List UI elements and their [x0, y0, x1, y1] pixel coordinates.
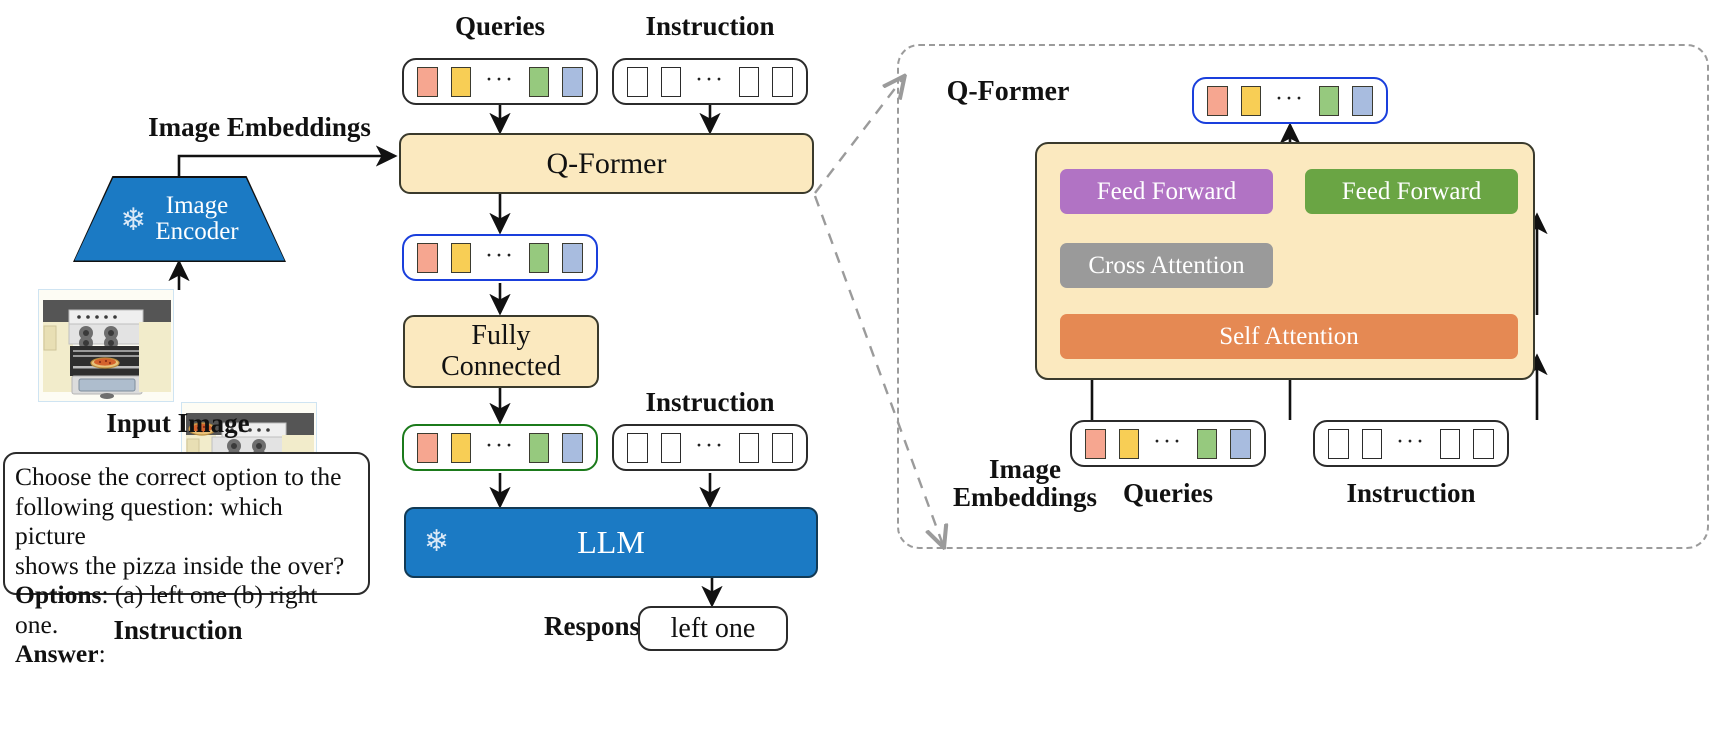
- fully-connected-line1: Fully: [471, 319, 531, 351]
- instruction-token-strip-mid[interactable]: ···: [612, 424, 808, 471]
- instruction-token-3: [1439, 428, 1461, 459]
- feed-forward-left-label: Feed Forward: [1096, 177, 1237, 205]
- response-value: left one: [670, 612, 756, 644]
- output-token-1: [417, 242, 438, 273]
- instruction-token-1: [1328, 428, 1349, 459]
- qformer-label: Q-Former: [546, 146, 667, 180]
- instruction-label-bottom-left: Instruction: [113, 615, 243, 645]
- instruction-answer-line: Answer:: [15, 639, 358, 669]
- input-image-label: Input Image: [106, 408, 250, 438]
- query-token-1: [1085, 428, 1106, 459]
- output-token-4: [1352, 85, 1373, 116]
- instruction-token-2: [1361, 428, 1382, 459]
- instruction-line-2: following question: which picture: [15, 491, 283, 551]
- instruction-token-strip-top[interactable]: ···: [612, 58, 808, 105]
- output-token-4: [562, 242, 583, 273]
- image-encoder-block[interactable]: ❄ Image Encoder: [73, 176, 286, 262]
- snowflake-icon: ❄: [424, 525, 450, 558]
- feed-forward-right-block[interactable]: Feed Forward: [1305, 169, 1518, 214]
- qformer-output-token-strip[interactable]: ···: [402, 234, 598, 281]
- qformer-panel-title: Q-Former: [946, 76, 1070, 107]
- instruction-card: Choose the correct option to the followi…: [3, 452, 370, 668]
- instruction-token-4: [1473, 428, 1494, 459]
- cross-attention-label: Cross Attention: [1088, 251, 1245, 279]
- instruction-token-4: [772, 66, 793, 97]
- panel-queries-token-strip[interactable]: ···: [1070, 420, 1266, 467]
- instruction-token-2: [660, 432, 681, 463]
- output-token-3: [1318, 85, 1340, 116]
- panel-image-embeddings-line1: Image: [989, 454, 1061, 484]
- panel-image-embeddings-line2: Embeddings: [952, 482, 1098, 513]
- instruction-token-1: [627, 432, 648, 463]
- query-token-4: [562, 66, 583, 97]
- instruction-token-2: [660, 66, 681, 97]
- query-token-4: [1230, 428, 1251, 459]
- output-token-3: [528, 242, 550, 273]
- snowflake-icon: ❄: [120, 201, 147, 237]
- options-key: Options: [15, 580, 102, 610]
- query-token-2: [450, 66, 471, 97]
- self-attention-block[interactable]: Self Attention: [1060, 314, 1518, 359]
- projected-token-strip[interactable]: ···: [402, 424, 598, 471]
- instruction-line-3: shows the pizza inside the over?: [15, 550, 345, 580]
- qformer-detail-panel: [897, 44, 1709, 549]
- panel-instruction-token-strip[interactable]: ···: [1313, 420, 1509, 467]
- projected-token-1: [417, 432, 438, 463]
- response-label: Response: [543, 611, 652, 641]
- fully-connected-line2: Connected: [441, 350, 561, 382]
- output-token-2: [1240, 85, 1261, 116]
- instruction-token-4: [772, 432, 793, 463]
- response-value-box: left one: [638, 606, 788, 651]
- panel-queries-label: Queries: [1123, 478, 1213, 508]
- query-token-3: [528, 66, 550, 97]
- qformer-block[interactable]: Q-Former: [399, 133, 814, 194]
- feed-forward-right-label: Feed Forward: [1341, 177, 1482, 205]
- instruction-token-3: [738, 66, 760, 97]
- projected-token-2: [450, 432, 471, 463]
- fully-connected-block[interactable]: Fully Connected: [403, 315, 599, 388]
- feed-forward-left-block[interactable]: Feed Forward: [1060, 169, 1273, 214]
- query-token-3: [1196, 428, 1218, 459]
- answer-rest: :: [98, 639, 106, 669]
- image-encoder-label-line1: Image: [165, 191, 229, 219]
- query-token-2: [1118, 428, 1139, 459]
- llm-label: LLM: [577, 524, 645, 560]
- image-encoder-label-line2: Encoder: [155, 218, 239, 245]
- instruction-label-center-top: Instruction: [645, 11, 775, 41]
- panel-output-token-strip[interactable]: ···: [1192, 77, 1388, 124]
- answer-key: Answer: [15, 639, 99, 669]
- image-embeddings-label: Image Embeddings: [148, 112, 371, 142]
- instruction-token-1: [627, 66, 648, 97]
- cross-attention-block[interactable]: Cross Attention: [1060, 243, 1273, 288]
- options-rest: : (a) left one (b) right one.: [15, 580, 318, 639]
- panel-image-embeddings-label: Image Embeddings: [925, 455, 1125, 512]
- instruction-label-center-mid: Instruction: [645, 387, 775, 417]
- output-token-1: [1207, 85, 1228, 116]
- instruction-line-1: Choose the correct option to the: [15, 462, 342, 491]
- queries-label-center: Queries: [455, 11, 545, 41]
- panel-instruction-label: Instruction: [1346, 478, 1476, 508]
- instruction-options-line: Options: (a) left one (b) right one.: [15, 580, 358, 639]
- query-token-1: [417, 66, 438, 97]
- projected-token-4: [562, 432, 583, 463]
- llm-block[interactable]: ❄ LLM: [404, 507, 818, 578]
- input-image-left[interactable]: [38, 289, 174, 402]
- instruction-token-3: [738, 432, 760, 463]
- queries-token-strip-top[interactable]: ···: [402, 58, 598, 105]
- projected-token-3: [528, 432, 550, 463]
- self-attention-label: Self Attention: [1219, 322, 1359, 350]
- output-token-2: [450, 242, 471, 273]
